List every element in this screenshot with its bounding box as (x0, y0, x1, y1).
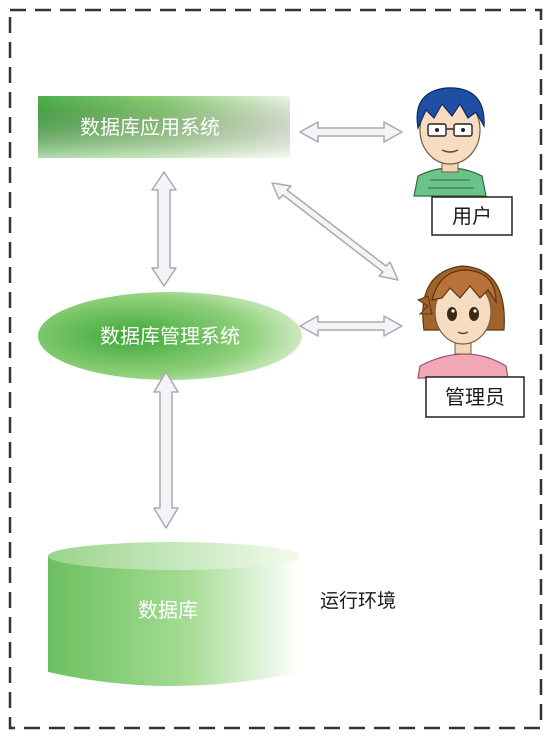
user-label: 用户 (452, 204, 492, 228)
dashed-border (8, 8, 543, 730)
admin-avatar-icon (416, 265, 509, 379)
app-system-node: 数据库应用系统 (38, 96, 290, 158)
database-label: 数据库 (138, 598, 198, 622)
admin-label: 管理员 (445, 385, 505, 409)
dbms-node: 数据库管理系统 (38, 292, 302, 380)
arrow-diagonal-app-admin (271, 182, 399, 281)
arrow-dbms-admin (299, 315, 403, 337)
arrow-dbms-database (153, 371, 179, 529)
environment-label: 运行环境 (320, 590, 396, 612)
database-node: 数据库 (48, 542, 300, 686)
admin-label-box: 管理员 (425, 376, 525, 418)
arrow-app-dbms (151, 171, 177, 287)
user-avatar-icon (413, 87, 487, 197)
app-system-label: 数据库应用系统 (80, 115, 220, 139)
arrow-app-user (299, 121, 403, 143)
user-label-box: 用户 (431, 196, 513, 236)
dbms-label: 数据库管理系统 (100, 324, 240, 348)
